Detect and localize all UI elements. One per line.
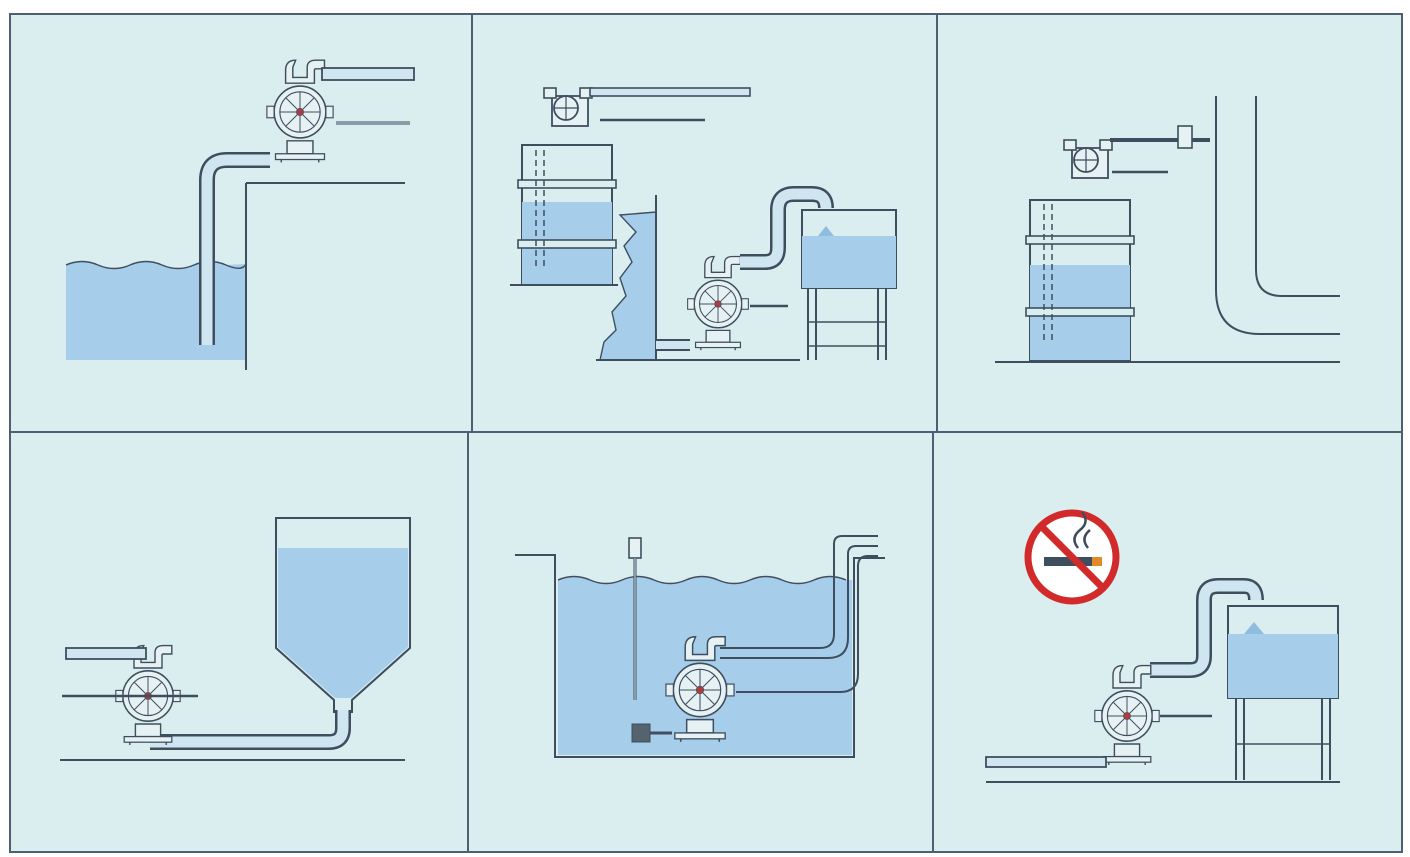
panel-suction-lift-from-pit (9, 13, 473, 433)
no-smoking-icon (1024, 509, 1120, 605)
panel-submerged (515, 535, 885, 758)
panel-illustrations (60, 59, 1340, 783)
panel-drum-top-mounted-pump (936, 13, 1403, 433)
elevated-tank-icon (1227, 605, 1339, 780)
wall-pipe-icon (1215, 96, 1340, 335)
panel-drum-wall (995, 96, 1340, 363)
panel-no-smoking (985, 509, 1340, 783)
panel-drum-to-tank (510, 87, 897, 361)
panel-hopper (60, 517, 411, 761)
hopper-icon (275, 517, 411, 713)
panel-suction-lift (65, 59, 415, 370)
elevated-tank-icon (801, 209, 897, 360)
